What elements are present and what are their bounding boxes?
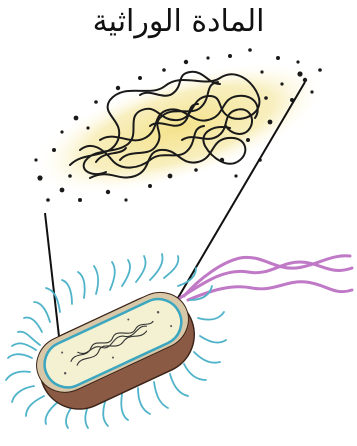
cell-body <box>27 283 207 422</box>
flagella <box>180 256 352 300</box>
zoom-cytoplasm <box>22 36 338 219</box>
bacterium-icon <box>6 254 352 428</box>
genetic-material-zoom <box>22 36 338 219</box>
